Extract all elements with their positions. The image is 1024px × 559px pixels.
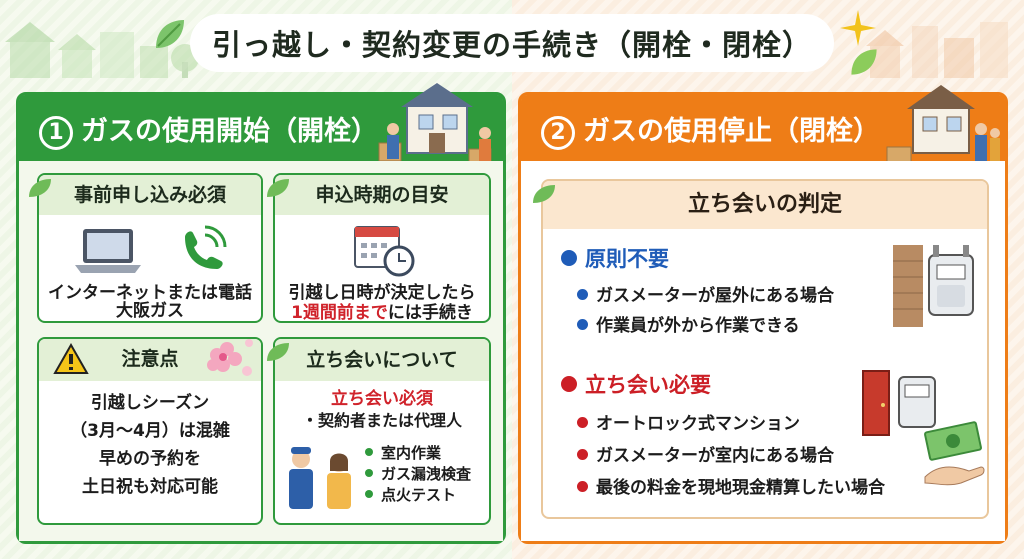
door-meter-icon: [862, 370, 936, 436]
application-timing-card: 申込時期の目安 引越し日時が決定したら 1週間前までには手続き: [273, 173, 491, 323]
caution-line-4: 土日祝も対応可能: [82, 477, 218, 497]
advance-method: インターネットまたは電話: [48, 283, 252, 303]
gas-company: 大阪ガス: [116, 301, 184, 321]
attendance-required: 立ち会い必須: [331, 389, 433, 409]
leaf-icon: [29, 179, 51, 197]
step-number: 2: [541, 115, 575, 150]
required-item: 最後の料金を現地現金精算したい場合: [596, 478, 885, 498]
not-required-title: 原則不要: [585, 247, 669, 271]
page-title: 引っ越し・契約変更の手続き（開栓・閉栓）: [189, 14, 834, 72]
gas-start-panel: 1 ガスの使用開始（開栓） 事前申し込み必須 インターネットまたは電話 大阪ガス: [16, 83, 506, 544]
attendance-card: 立ち会いについて 立ち会い必須 ・契約者または代理人 室内作業 ガス漏洩検査 点…: [273, 337, 491, 525]
application-timing-title: 申込時期の目安: [275, 175, 489, 215]
not-required-item: 作業員が外から作業できる: [596, 316, 800, 336]
cherry-blossom-icon: [207, 339, 253, 376]
gas-stop-body: 立ち会いの判定 原則不要 ガスメーターが屋外にある場合 作業員が外から作業できる…: [521, 161, 1005, 541]
gas-meter-outdoor-icon: [893, 245, 974, 327]
caution-title: 注意点: [121, 348, 179, 370]
phone-icon: [185, 225, 227, 269]
houses-illustration-left: [5, 22, 199, 78]
attendance-judgment-card: 立ち会いの判定 原則不要 ガスメーターが屋外にある場合 作業員が外から作業できる…: [541, 179, 989, 519]
laptop-icon: [75, 229, 141, 273]
cash-payment-icon: [924, 421, 985, 486]
warning-icon: [53, 343, 89, 374]
caution-line-2: （3月～4月）は混雑: [70, 421, 230, 441]
attendance-title: 立ち会いについて: [275, 339, 489, 381]
moving-house-illustration: [378, 83, 492, 168]
leaf-icon: [156, 20, 184, 48]
buildings-illustration-right: [866, 22, 1008, 78]
deadline-highlight: 1週間前まで: [291, 303, 388, 323]
leaf-icon: [533, 185, 555, 203]
calendar-clock-icon: [354, 226, 415, 277]
leaf-icon: [267, 343, 289, 361]
sparkle-icon: [840, 10, 876, 46]
gas-start-heading: ガスの使用開始（開栓）: [81, 116, 378, 147]
caution-card: 注意点 引越しシーズン （3月～4月）は混雑 早めの予約を 土日祝も対応可能: [37, 337, 263, 525]
advance-application-title: 事前申し込み必須: [39, 175, 261, 215]
gas-start-body: 事前申し込み必須 インターネットまたは電話 大阪ガス 申込時期の目安: [19, 161, 503, 541]
required-item: ガスメーターが室内にある場合: [596, 446, 834, 466]
step-number: 1: [39, 115, 73, 150]
caution-line-1: 引越しシーズン: [90, 393, 210, 413]
advance-application-card: 事前申し込み必須 インターネットまたは電話 大阪ガス: [37, 173, 263, 323]
gas-stop-heading: ガスの使用停止（閉栓）: [583, 116, 880, 147]
attendance-item: 点火テスト: [381, 486, 457, 504]
required-item: オートロック式マンション: [596, 414, 800, 434]
deadline-rest: には手続き: [387, 303, 473, 323]
worker-customer-illustration: [289, 447, 351, 509]
moving-house-illustration: [886, 85, 1000, 170]
leaf-icon: [267, 179, 289, 197]
attendance-item: 室内作業: [381, 444, 442, 462]
attendance-judgment-title: 立ち会いの判定: [543, 181, 987, 229]
caution-line-3: 早めの予約を: [99, 449, 201, 469]
timing-line: 引越し日時が決定したら: [288, 283, 476, 303]
leaf-icon: [851, 49, 877, 75]
attendance-item: ガス漏洩検査: [381, 465, 472, 483]
required-title: 立ち会い必要: [585, 373, 711, 397]
attendance-who: ・契約者または代理人: [301, 411, 462, 430]
not-required-item: ガスメーターが屋外にある場合: [596, 286, 834, 306]
gas-stop-panel: 2 ガスの使用停止（閉栓） 立ち会いの判定 原則不要 ガスメーターが屋外にある場合…: [518, 85, 1008, 544]
